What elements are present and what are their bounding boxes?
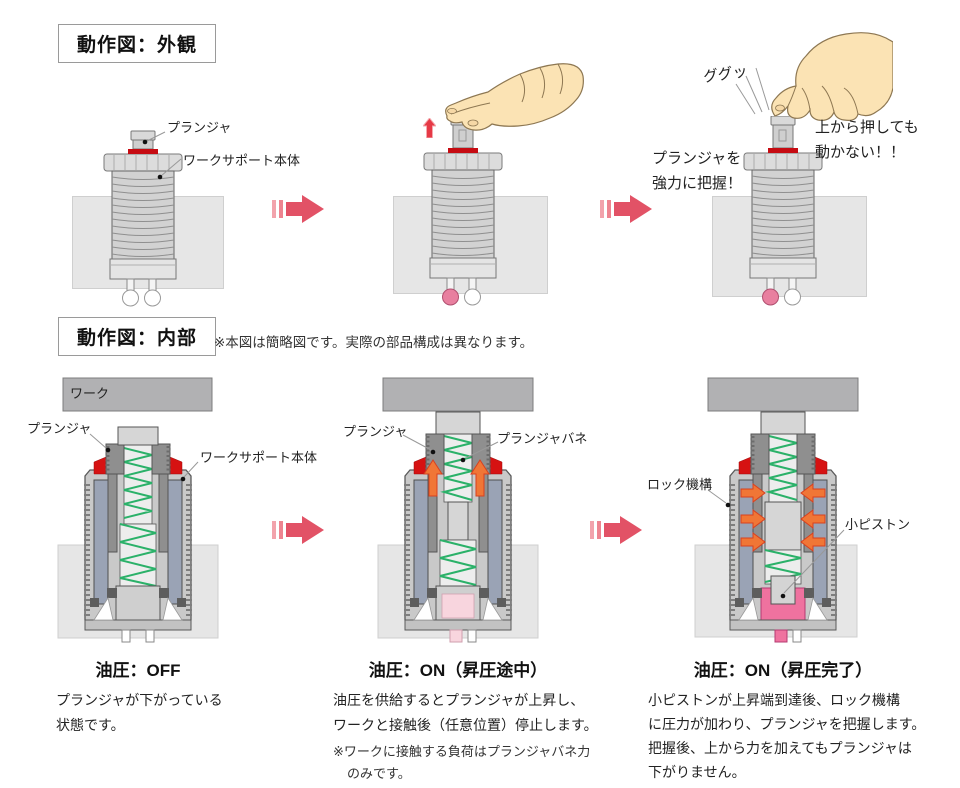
label-plunger: プランジャ <box>167 120 232 135</box>
plunger-spring <box>765 435 798 501</box>
grip-note: プランジャを 強力に把握！ <box>652 146 742 196</box>
cross-section-on-rising-drawing <box>377 377 539 643</box>
push-note-line1: 上から押しても <box>815 119 919 136</box>
work-block <box>707 377 859 412</box>
label-work-support-body: ワークサポート本体 <box>200 450 318 465</box>
label-lock-mechanism: ロック機構 <box>647 477 713 492</box>
plunger-head <box>760 411 806 435</box>
work-block <box>382 377 534 412</box>
fitting-ball <box>464 288 481 306</box>
plunger-head <box>435 411 481 435</box>
caption-heading-off: 油圧：OFF <box>95 661 181 680</box>
caption-rising: 油圧を供給するとプランジャが上昇し、 ワークと接触後（任意位置）停止します。 <box>333 688 598 738</box>
seal-red <box>169 456 183 475</box>
plunger-spring <box>123 447 153 519</box>
label-work-support-body: ワークサポート本体 <box>183 153 301 168</box>
fitting-ball-pink <box>762 288 779 306</box>
gripping-hand-icon <box>771 32 893 121</box>
work-support-device-illustration <box>103 130 183 307</box>
caption-rising-note-line2: のみです。 <box>347 766 411 781</box>
caption-heading-rising: 油圧：ON（昇圧途中） <box>368 661 548 680</box>
seal-red <box>489 456 503 475</box>
push-note: 上から押しても 動かない！！ <box>815 115 919 165</box>
seal-red <box>413 456 427 475</box>
fitting-ball <box>784 288 801 306</box>
external-scene-1: プランジャ ワークサポート本体 <box>20 55 320 307</box>
leader-lines <box>142 131 182 180</box>
plunger-head <box>117 426 159 446</box>
cross-section-on-complete-drawing <box>694 377 859 643</box>
cross-section-off-drawing <box>57 377 219 643</box>
internal-note: ※本図は簡略図です。実際の部品構成は異なります。 <box>214 335 534 350</box>
section-title-external: 動作図：外観 <box>58 24 217 63</box>
seal-red <box>814 456 828 475</box>
label-small-piston: 小ピストン <box>845 517 911 532</box>
caption-rising-note: ※ワークに接触する負荷はプランジャバネ力 のみです。 <box>333 741 590 785</box>
up-arrow-icon <box>423 118 436 138</box>
lock-arrows <box>740 483 826 552</box>
lower-spring <box>119 523 157 587</box>
external-scene-2 <box>390 50 620 306</box>
seal-red <box>93 456 107 475</box>
caption-complete-line3: 把握後、上から力を加えてもプランジャは <box>648 740 912 756</box>
caption-off-line1: プランジャが下がっている <box>56 692 223 708</box>
cross-section-off: ワーク プランジャ ワークサポート本体 <box>20 372 317 657</box>
work-support-device-illustration <box>423 116 503 306</box>
fitting-ball-pink <box>442 288 459 306</box>
section-title-internal: 動作図：内部 <box>58 317 217 356</box>
caption-complete-line2: に圧力が加わり、プランジャを把握します。 <box>648 716 926 732</box>
fitting-ball <box>144 289 161 307</box>
label-work: ワーク <box>70 386 110 401</box>
work-support-device-illustration <box>743 116 823 306</box>
fitting-ball <box>122 289 139 307</box>
caption-off-line2: 状態です。 <box>56 717 125 733</box>
rise-arrow-icon <box>423 459 443 497</box>
caption-complete-line1: 小ピストンが上昇端到達後、ロック機構 <box>648 692 900 708</box>
plunger-spring <box>440 435 473 501</box>
cross-section-on-complete: ロック機構 小ピストン <box>630 372 950 657</box>
flow-arrow-icon <box>272 516 324 544</box>
external-scene-3: ググッ 上から押しても 動かない！！ プランジャを 強力に把握！ <box>630 20 960 320</box>
seal-red <box>738 456 752 475</box>
cross-section-on-rising: プランジャ プランジャバネ <box>330 372 620 657</box>
label-plunger: プランジャ <box>343 424 408 439</box>
hydraulic-port <box>774 629 788 643</box>
caption-rising-line2: ワークと接触後（任意位置）停止します。 <box>333 717 598 733</box>
push-note-line2: 動かない！！ <box>815 144 906 161</box>
pointing-hand-icon <box>445 63 584 131</box>
caption-heading-complete: 油圧：ON（昇圧完了） <box>693 661 873 680</box>
caption-rising-line1: 油圧を供給するとプランジャが上昇し、 <box>333 692 585 708</box>
grip-note-line2: 強力に把握！ <box>652 175 743 192</box>
grip-note-line1: プランジャを <box>652 150 742 167</box>
hydraulic-port <box>449 629 463 643</box>
flow-arrow-icon <box>272 195 324 223</box>
small-piston <box>770 575 796 605</box>
rise-arrow-icon <box>470 459 490 497</box>
work-block <box>62 377 213 412</box>
press-motion-lines <box>735 67 770 115</box>
caption-complete-line4: 下がりません。 <box>648 764 746 780</box>
label-plunger: プランジャ <box>27 421 92 436</box>
caption-rising-note-line1: ※ワークに接触する負荷はプランジャバネ力 <box>333 744 591 759</box>
label-plunger-spring: プランジャバネ <box>497 431 588 446</box>
hydraulic-chamber <box>441 593 475 619</box>
caption-complete: 小ピストンが上昇端到達後、ロック機構 に圧力が加わり、プランジャを把握します。 … <box>648 688 925 784</box>
caption-off: プランジャが下がっている 状態です。 <box>56 688 223 738</box>
lower-spring <box>439 539 477 586</box>
